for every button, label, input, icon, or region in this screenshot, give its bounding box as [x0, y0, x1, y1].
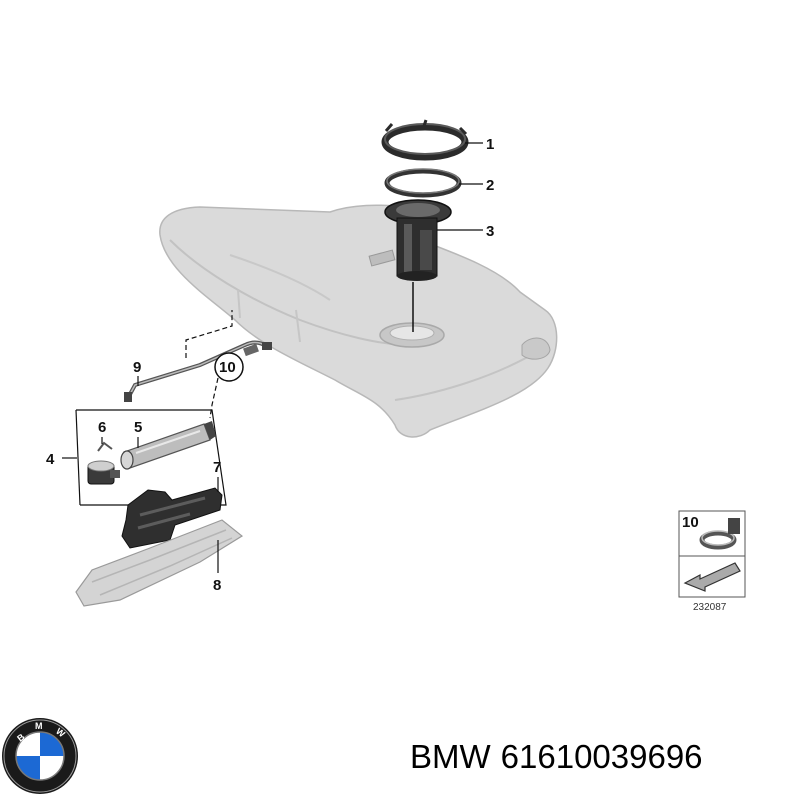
- callout-6: 6: [98, 419, 106, 436]
- clamp-part-10-inset: [699, 518, 740, 550]
- callout-8: 8: [213, 577, 221, 594]
- callout-1: 1: [486, 136, 494, 153]
- part-number: 61610039696: [500, 738, 703, 775]
- fuel-filter-part-5: [120, 421, 216, 470]
- filter-assembly-part-4: [62, 409, 227, 506]
- inset-part-label: 10: [682, 514, 699, 531]
- heat-shield-part-8: [75, 519, 244, 607]
- fuel-line-part-9: [124, 340, 272, 402]
- callout-2: 2: [486, 177, 494, 194]
- leader-lines: [101, 142, 483, 573]
- figure-number: 232087: [693, 602, 727, 613]
- callout-10-circle: 10: [214, 352, 244, 382]
- fuel-tank: [159, 204, 558, 438]
- callout-9: 9: [133, 359, 141, 376]
- callout-10: 10: [219, 359, 236, 376]
- arrow-icon: [683, 562, 741, 592]
- lock-ring-part-1: [381, 119, 469, 161]
- svg-text:B: B: [15, 731, 27, 743]
- bracket-part-7: [121, 487, 223, 549]
- callout-3: 3: [486, 223, 494, 240]
- callout-5: 5: [134, 419, 142, 436]
- connector-part-6: [87, 441, 120, 485]
- clamp-part-10-small: [243, 343, 259, 357]
- callout-4: 4: [46, 451, 55, 468]
- fuel-pump-module-part-3: [384, 199, 452, 332]
- leader-lines-dashed: [185, 310, 233, 419]
- inset-box: 10 232087: [678, 510, 746, 613]
- callout-7: 7: [213, 459, 221, 476]
- seal-ring-part-2: [384, 168, 462, 198]
- svg-text:M: M: [35, 721, 43, 731]
- brand-name: BMW: [410, 738, 491, 775]
- bmw-logo: B M W: [2, 718, 78, 794]
